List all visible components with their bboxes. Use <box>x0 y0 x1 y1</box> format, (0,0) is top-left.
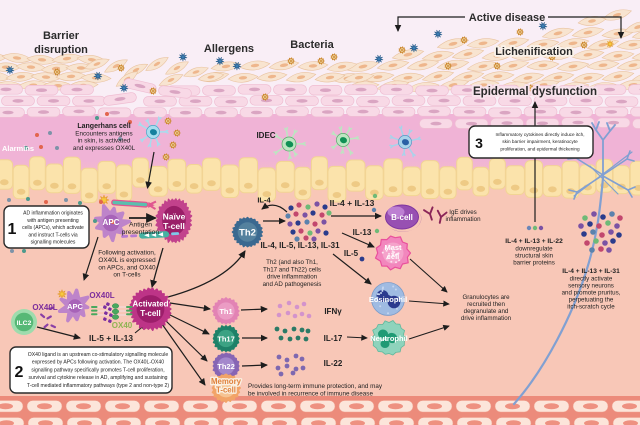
svg-text:Eosinophil: Eosinophil <box>369 295 407 304</box>
svg-text:be involved in recurrence of i: be involved in recurrence of immune dise… <box>248 391 373 398</box>
svg-text:and AD pathogenesis: and AD pathogenesis <box>263 281 322 288</box>
svg-text:Inflammatory cytokines directl: Inflammatory cytokines directly induce i… <box>495 132 584 137</box>
svg-text:T-cell: T-cell <box>140 309 160 318</box>
svg-text:Following activation,: Following activation, <box>98 250 156 257</box>
svg-text:IL-4: IL-4 <box>257 196 271 205</box>
svg-text:downregulate: downregulate <box>515 246 553 253</box>
svg-text:Activated: Activated <box>132 300 168 309</box>
svg-text:Antigen: Antigen <box>129 222 152 229</box>
svg-text:on T-cells: on T-cells <box>113 272 140 279</box>
svg-text:OX40 ligand is an upstream co-: OX40 ligand is an upstream co-stimulator… <box>28 352 169 358</box>
svg-text:proliferation, and epidermal t: proliferation, and epidermal thickening <box>500 146 580 151</box>
svg-text:survival and cytokine release: survival and cytokine release in AD, amp… <box>28 375 167 381</box>
svg-text:T-cell: T-cell <box>163 221 185 231</box>
svg-text:drive inflammation: drive inflammation <box>461 315 512 322</box>
svg-text:APC: APC <box>67 302 83 311</box>
svg-text:signalling molecules: signalling molecules <box>31 240 76 246</box>
svg-text:and instruct T-cells via: and instruct T-cells via <box>28 232 78 238</box>
svg-text:Langerhans cell: Langerhans cell <box>77 123 130 130</box>
svg-text:Allergens: Allergens <box>204 43 254 55</box>
svg-text:OX40L: OX40L <box>32 303 57 312</box>
svg-text:IL-17: IL-17 <box>324 334 343 343</box>
svg-text:3: 3 <box>475 135 483 151</box>
svg-text:inflammation: inflammation <box>445 216 481 223</box>
svg-text:Provides long-term immune prot: Provides long-term immune protection, an… <box>248 383 383 390</box>
svg-text:IgE drives: IgE drives <box>449 209 477 216</box>
svg-text:ILC2: ILC2 <box>17 320 32 327</box>
svg-text:presentation: presentation <box>122 229 160 236</box>
svg-text:IL-5: IL-5 <box>344 249 359 258</box>
svg-text:IL-4 + IL-13 + IL-31: IL-4 + IL-13 + IL-31 <box>562 268 620 275</box>
svg-text:Th22: Th22 <box>217 362 235 371</box>
svg-text:OX40L: OX40L <box>89 291 114 300</box>
svg-text:degranulate and: degranulate and <box>464 308 509 315</box>
svg-text:Granulocytes are: Granulocytes are <box>462 294 510 301</box>
svg-text:Alarmins: Alarmins <box>2 144 34 153</box>
svg-text:IL-4, IL-5, IL-13, IL-31: IL-4, IL-5, IL-13, IL-31 <box>260 241 340 250</box>
svg-text:Neutrophil: Neutrophil <box>370 334 408 343</box>
svg-text:drive inflammation: drive inflammation <box>267 274 318 281</box>
svg-text:OX40L is expressed: OX40L is expressed <box>98 257 156 264</box>
svg-text:T-cell: T-cell <box>216 386 236 395</box>
svg-text:IDEC: IDEC <box>256 131 275 140</box>
svg-text:Barrier: Barrier <box>43 30 80 42</box>
svg-text:OX40: OX40 <box>112 321 133 330</box>
svg-text:Th2: Th2 <box>239 228 256 239</box>
svg-text:Th17: Th17 <box>217 335 235 344</box>
svg-text:cell: cell <box>387 252 400 261</box>
svg-text:expressed by APCs following ac: expressed by APCs following activation. … <box>32 360 164 366</box>
svg-text:itch-scratch cycle: itch-scratch cycle <box>567 304 615 311</box>
svg-text:Lichenification: Lichenification <box>495 46 573 58</box>
svg-text:AD inflammation originates: AD inflammation originates <box>23 211 83 217</box>
svg-text:disruption: disruption <box>34 44 88 56</box>
svg-text:and expresses OX40L: and expresses OX40L <box>73 145 136 152</box>
svg-text:IL-4 + IL-13 + IL-22: IL-4 + IL-13 + IL-22 <box>505 238 563 245</box>
svg-text:Encounters antigens: Encounters antigens <box>75 131 132 138</box>
svg-text:2: 2 <box>15 364 24 381</box>
svg-text:perpetuating the: perpetuating the <box>569 297 614 304</box>
svg-text:recruited then: recruited then <box>467 301 505 308</box>
svg-text:Epidermal dysfunction: Epidermal dysfunction <box>473 86 597 98</box>
svg-text:Memory: Memory <box>211 377 242 386</box>
svg-text:IL-5 + IL-13: IL-5 + IL-13 <box>89 333 133 343</box>
svg-text:Th2 (and also Th1,: Th2 (and also Th1, <box>266 259 318 266</box>
svg-text:with antigen presenting: with antigen presenting <box>27 218 79 224</box>
svg-text:1: 1 <box>8 221 17 238</box>
svg-text:IL-22: IL-22 <box>324 359 343 368</box>
svg-text:sensory neurons: sensory neurons <box>568 283 614 290</box>
svg-text:in skin, is activated: in skin, is activated <box>78 138 131 145</box>
svg-text:skin barrier impairment, kerat: skin barrier impairment, keratinocyte <box>502 139 578 144</box>
svg-text:and promote pruritus,: and promote pruritus, <box>562 290 621 297</box>
svg-text:IFNγ: IFNγ <box>324 307 342 316</box>
svg-text:APC: APC <box>103 218 120 227</box>
svg-text:cells (APCs), which activate: cells (APCs), which activate <box>22 225 84 231</box>
svg-text:Th1: Th1 <box>219 307 232 316</box>
svg-text:directly activate: directly activate <box>570 276 613 283</box>
svg-text:Th17 and Th22) cells: Th17 and Th22) cells <box>263 266 321 273</box>
svg-text:structural skin: structural skin <box>515 253 554 260</box>
svg-text:Bacteria: Bacteria <box>290 39 334 51</box>
svg-text:on APCs, and OX40: on APCs, and OX40 <box>98 264 156 271</box>
svg-text:B-cell: B-cell <box>391 213 413 222</box>
svg-text:IL-13: IL-13 <box>353 228 372 237</box>
svg-text:barrier proteins: barrier proteins <box>513 260 555 267</box>
svg-text:Active disease: Active disease <box>469 12 545 24</box>
svg-text:T-cell mediated inflammatory p: T-cell mediated inflammatory pathways (t… <box>27 383 169 389</box>
svg-text:IL-4 + IL-13: IL-4 + IL-13 <box>330 198 375 208</box>
svg-text:Naïve: Naïve <box>163 212 186 222</box>
svg-text:signalling pathway specificall: signalling pathway specifically promotes… <box>31 367 164 373</box>
svg-text:Mast: Mast <box>384 243 402 252</box>
